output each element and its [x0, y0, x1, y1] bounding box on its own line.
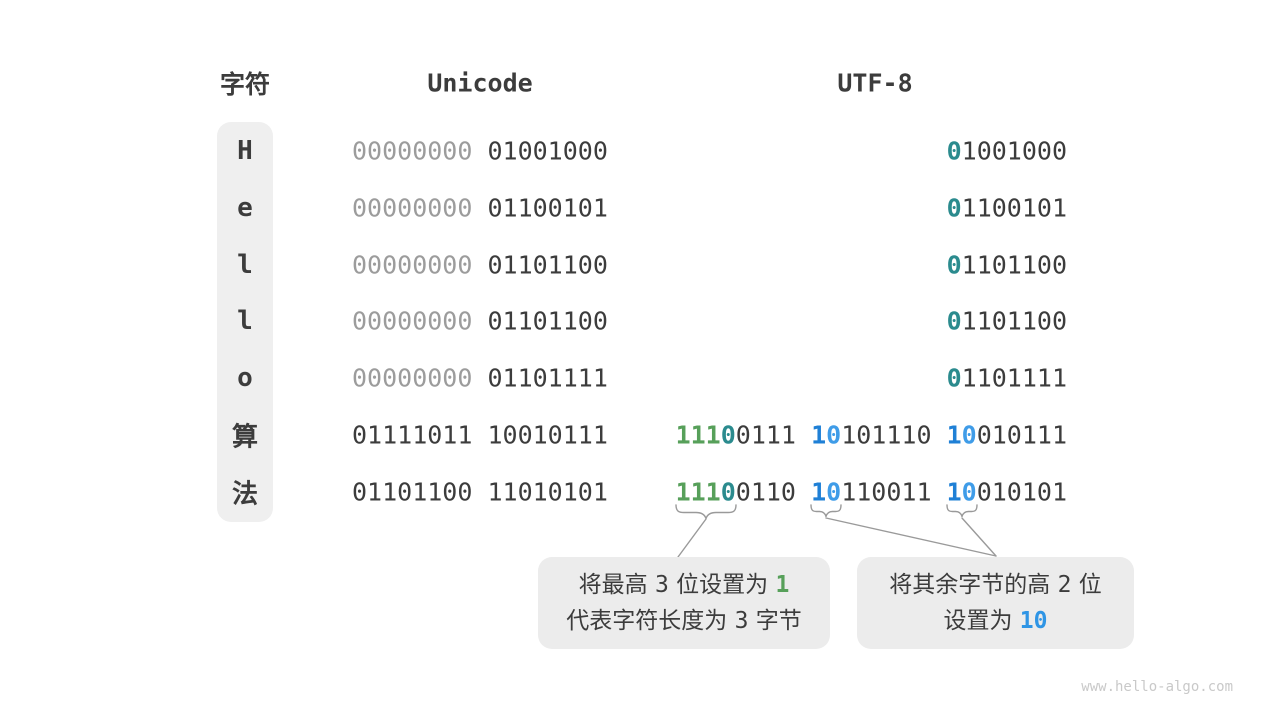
connector-line-high-bits	[677, 518, 707, 558]
byte-gap	[932, 421, 947, 450]
utf8-bits: 01001000	[947, 137, 1067, 166]
column-header-character: 字符	[219, 70, 271, 99]
unicode-bits: 01101100 11010101	[352, 477, 608, 506]
bit-segment: 110011	[841, 477, 932, 507]
connector-line-cont-2	[825, 517, 997, 557]
bit-segment: 1	[946, 420, 962, 450]
bit-segment: 111	[675, 477, 721, 507]
bit-segment: 位设置为	[668, 572, 776, 598]
bit-segment: 字节	[748, 608, 802, 634]
bit-segment: 将其余字节的高	[889, 572, 1058, 598]
bit-segment: 1	[811, 477, 827, 507]
callout-continuation-line1: 将其余字节的高 2 位	[889, 567, 1101, 603]
character-cell: l	[237, 249, 253, 280]
unicode-bits: 00000000 01101100	[352, 307, 608, 336]
character-cell: e	[237, 192, 253, 223]
callout-continuation-line2: 设置为 10	[943, 603, 1047, 639]
bit-segment: 设置为	[943, 608, 1020, 634]
unicode-bits: 00000000 01100101	[352, 193, 608, 222]
utf8-bits: 01101100	[947, 307, 1067, 336]
unicode-bits: 00000000 01101100	[352, 250, 608, 279]
bit-segment: 10	[1019, 608, 1048, 634]
connector-line-cont-3	[961, 517, 997, 557]
character-cell: l	[237, 306, 253, 337]
bit-segment: 010101	[976, 477, 1067, 507]
utf8-bits: 01100101	[947, 193, 1067, 222]
bit-segment: 0111	[735, 420, 796, 450]
bit-segment: 代表字符长度为	[566, 608, 735, 634]
bit-segment: 01101100	[487, 306, 608, 336]
unicode-bits: 00000000 01001000	[352, 137, 608, 166]
bit-segment: 1	[775, 572, 790, 598]
callout-continuation-bits: 将其余字节的高 2 位 设置为 10	[857, 557, 1134, 649]
callout-high-bits-line2: 代表字符长度为 3 字节	[566, 603, 801, 639]
bit-segment: 101110	[841, 420, 932, 450]
bit-segment: 1001000	[961, 136, 1067, 166]
character-cell: o	[237, 363, 253, 394]
callout-high-bits-line1: 将最高 3 位设置为 1	[579, 567, 790, 603]
bit-segment: 0	[961, 477, 977, 507]
utf8-bits: 11100111 10101110 10010111	[676, 421, 1067, 450]
bit-segment: 0	[946, 363, 962, 393]
underbrace-continuation-byte-2	[810, 504, 842, 518]
bit-segment: 0	[946, 306, 962, 336]
bit-segment: 00000000	[352, 250, 488, 280]
bit-segment: 1101100	[961, 250, 1067, 280]
byte-gap	[796, 477, 811, 506]
bit-segment: 00000000	[352, 193, 488, 223]
bit-segment: 1101100	[961, 306, 1067, 336]
bit-segment: 0	[826, 420, 842, 450]
bit-segment: 0	[946, 250, 962, 280]
bit-segment: 00000000	[352, 306, 488, 336]
watermark: www.hello-algo.com	[1081, 679, 1233, 695]
utf8-bits: 01101111	[947, 364, 1067, 393]
utf8-bits: 11100110 10110011 10010101	[676, 477, 1067, 506]
character-cell: H	[237, 136, 253, 166]
column-header-unicode: Unicode	[427, 68, 533, 98]
bit-segment: 01100101	[487, 193, 608, 223]
bit-segment: 0	[961, 420, 977, 450]
bit-segment: 1100101	[961, 193, 1067, 223]
underbrace-high-bits	[675, 504, 737, 520]
column-header-utf8: UTF-8	[837, 68, 913, 98]
bit-segment: 00000000	[352, 136, 488, 166]
bit-segment: 0	[720, 477, 736, 507]
bit-segment: 010111	[976, 420, 1067, 450]
unicode-bits: 01111011 10010111	[352, 421, 608, 450]
bit-segment: 00000000	[352, 363, 488, 393]
bit-segment: 0110	[735, 477, 796, 507]
bit-segment: 111	[675, 420, 721, 450]
utf8-bits: 01101100	[947, 250, 1067, 279]
bit-segment: 01101111	[487, 363, 608, 393]
bit-segment: 1101111	[961, 363, 1067, 393]
bit-segment: 3	[734, 608, 749, 634]
unicode-bits: 00000000 01101111	[352, 364, 608, 393]
bit-segment: 2	[1057, 572, 1072, 598]
bit-segment: 01101100 11010101	[352, 477, 608, 507]
character-column-background	[217, 122, 273, 522]
byte-gap	[796, 421, 811, 450]
bit-segment: 0	[720, 420, 736, 450]
bit-segment: 3	[654, 572, 669, 598]
bit-segment: 0	[946, 193, 962, 223]
bit-segment: 01101100	[487, 250, 608, 280]
bit-segment: 01001000	[487, 136, 608, 166]
bit-segment: 位	[1071, 572, 1102, 598]
bit-segment: 0	[946, 136, 962, 166]
callout-high-bits: 将最高 3 位设置为 1 代表字符长度为 3 字节	[538, 557, 830, 649]
bit-segment: 1	[946, 477, 962, 507]
bit-segment: 1	[811, 420, 827, 450]
underbrace-continuation-byte-3	[946, 504, 978, 518]
bit-segment: 01111011 10010111	[352, 420, 608, 450]
character-cell: 法	[231, 479, 259, 510]
character-cell: 算	[231, 422, 259, 453]
bit-segment: 0	[826, 477, 842, 507]
byte-gap	[932, 477, 947, 506]
bit-segment: 将最高	[578, 572, 655, 598]
